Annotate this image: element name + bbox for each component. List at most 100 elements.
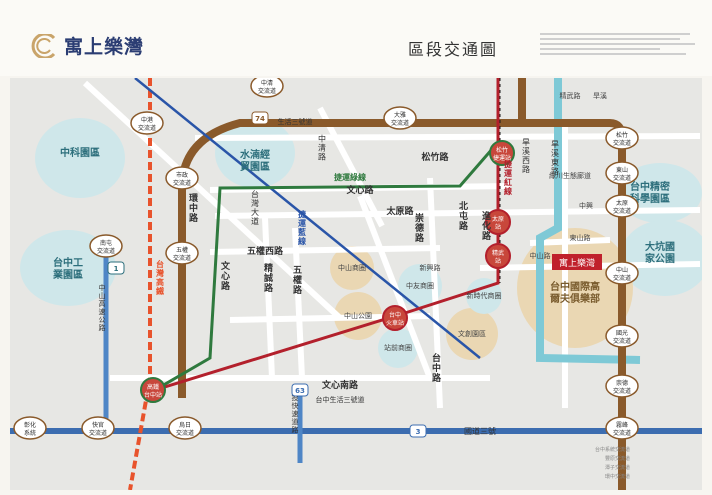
district-label: 台中國際高 bbox=[550, 280, 600, 293]
road-label: 崇德路 bbox=[413, 212, 424, 243]
highway-number: 74 bbox=[255, 115, 265, 123]
interchange-label: 交流道 bbox=[97, 247, 115, 255]
district-label: 爾夫俱樂部 bbox=[549, 292, 600, 305]
interchange-label: 東山 bbox=[616, 166, 628, 174]
interchange-marker bbox=[168, 416, 202, 440]
highway-shield bbox=[107, 261, 125, 275]
interchange-label: 五權 bbox=[176, 246, 188, 254]
interchange-marker bbox=[605, 194, 639, 218]
interchange-label: 交流道 bbox=[613, 337, 631, 345]
interchange-label: 豐原交流道 bbox=[605, 455, 630, 462]
mrt-blue-line bbox=[134, 78, 481, 359]
road-label: 文心路 bbox=[219, 260, 231, 291]
district-blob bbox=[466, 278, 502, 314]
interchange-marker bbox=[605, 416, 639, 440]
district-blob bbox=[446, 308, 498, 360]
interchange-label: 松竹 bbox=[616, 131, 628, 139]
interchange-label: 太原 bbox=[616, 199, 628, 207]
interchange-label: 潭子交流道 bbox=[605, 464, 630, 471]
road-label: 台中生活三號道 bbox=[316, 395, 365, 404]
road-label: 旱溪西路 bbox=[522, 138, 531, 174]
transit-line-label: 台灣高鐵 bbox=[156, 259, 165, 296]
interchange-label: 中山 bbox=[616, 266, 628, 274]
site-marker-box[interactable] bbox=[552, 254, 602, 270]
district-blob bbox=[398, 264, 442, 308]
highway-number: 1 bbox=[114, 265, 119, 273]
district-label: 中興 bbox=[579, 201, 593, 210]
interchange-marker bbox=[130, 111, 164, 135]
road-label: 生活三號道 bbox=[278, 117, 313, 126]
station-label: 精武 bbox=[492, 249, 504, 257]
interchange-label: 快官 bbox=[92, 421, 104, 429]
interchange-label: 中清 bbox=[261, 79, 273, 87]
interchange-label: 交流道 bbox=[613, 429, 631, 437]
interchange-marker bbox=[605, 161, 639, 185]
district-label: 綠川生態廊道 bbox=[549, 171, 591, 180]
road-label: 進化路 bbox=[480, 210, 491, 241]
interchange-label: 市政 bbox=[176, 171, 188, 179]
road-label: 文心路 bbox=[345, 184, 374, 196]
district-label: 文創園區 bbox=[458, 329, 486, 338]
station-marker bbox=[382, 305, 408, 331]
interchange-marker bbox=[13, 416, 47, 440]
district-label: 新興路 bbox=[420, 263, 441, 272]
mrt-red-line bbox=[154, 78, 500, 392]
interchange-label: 交流道 bbox=[613, 139, 631, 147]
highway-number: 63 bbox=[295, 387, 305, 395]
road-label: 松竹路 bbox=[421, 151, 449, 163]
interchange-marker bbox=[81, 416, 115, 440]
road-label: 精誠路 bbox=[262, 262, 273, 293]
map-title: 區段交通圖 bbox=[408, 40, 499, 59]
station-label: 松竹 bbox=[496, 146, 508, 154]
road-label: 中清路 bbox=[318, 134, 327, 162]
interchange-label: 交流道 bbox=[89, 429, 107, 437]
interchange-label: 交流道 bbox=[613, 207, 631, 215]
station-label: 台中站 bbox=[144, 391, 162, 399]
district-label: 站前商圈 bbox=[384, 343, 412, 352]
district-label: 中山商圈 bbox=[338, 263, 366, 272]
district-label: 中山路 bbox=[530, 251, 551, 260]
interchange-label: 交流道 bbox=[173, 254, 191, 262]
road-label: 文心南路 bbox=[321, 379, 359, 391]
station-marker bbox=[140, 377, 166, 403]
interchange-label: 交流道 bbox=[391, 119, 409, 127]
interchange-label: 交流道 bbox=[258, 87, 276, 95]
station-marker bbox=[489, 140, 515, 166]
highway-shield bbox=[291, 383, 309, 397]
highway-number: 3 bbox=[416, 428, 421, 436]
header: 寓上樂灣 區段交通圖 bbox=[0, 0, 712, 76]
interchange-label: 交流道 bbox=[176, 429, 194, 437]
interchange-marker bbox=[605, 126, 639, 150]
district-label: 旱溪 bbox=[593, 91, 607, 100]
district-label: 科學園區 bbox=[630, 192, 670, 205]
district-label: 大坑國 bbox=[645, 240, 675, 253]
station-label: 高鐵 bbox=[147, 383, 159, 391]
site-label[interactable]: 寓上樂灣 bbox=[559, 257, 595, 269]
road-label: 中投快速道路 bbox=[291, 385, 299, 434]
brand-name: 寓上樂灣 bbox=[64, 36, 145, 58]
road-label: 五權路 bbox=[291, 265, 302, 295]
interchange-marker bbox=[383, 106, 417, 130]
interchange-label: 系統 bbox=[24, 429, 36, 437]
highway-shield bbox=[409, 424, 427, 438]
interchange-label: 南屯 bbox=[100, 239, 112, 247]
district-label: 中科園區 bbox=[60, 146, 100, 159]
interchange-marker bbox=[250, 78, 284, 98]
road-label: 台中路 bbox=[430, 352, 441, 383]
transit-line-label: 捷運紅線 bbox=[503, 159, 513, 196]
highway-shield bbox=[251, 111, 269, 125]
district-label: 業園區 bbox=[52, 268, 83, 281]
district-blob bbox=[620, 220, 702, 296]
interchange-label: 交流道 bbox=[613, 274, 631, 282]
road-label: 五權西路 bbox=[247, 245, 284, 257]
district-blob bbox=[378, 328, 418, 368]
road-label: 旱溪東路 bbox=[551, 140, 560, 176]
interchange-label: 交流道 bbox=[138, 124, 156, 132]
river bbox=[536, 78, 641, 364]
interchange-label: 台中系統交流道 bbox=[595, 446, 630, 453]
interchange-label: 交流道 bbox=[613, 174, 631, 182]
fine-print bbox=[540, 30, 700, 62]
